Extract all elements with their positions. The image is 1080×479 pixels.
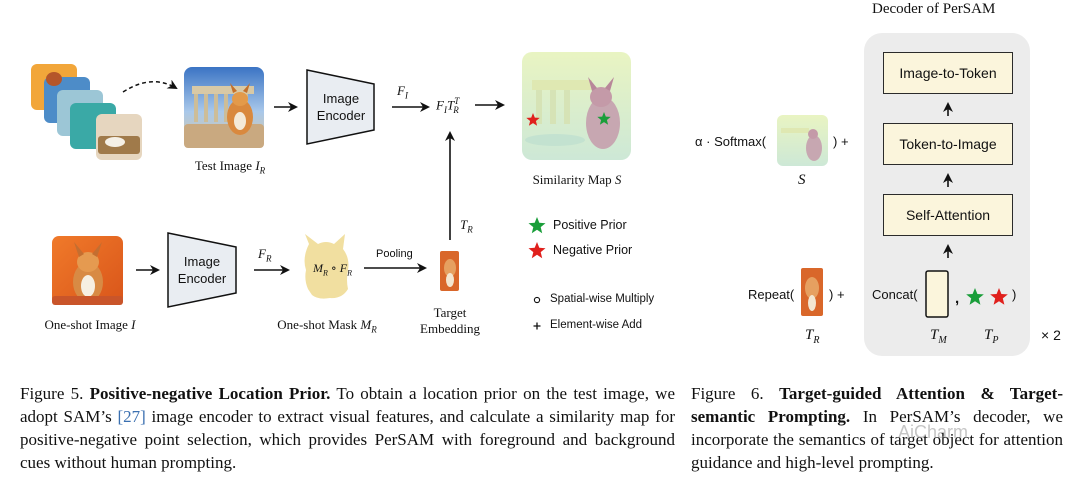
- test-image: [184, 67, 264, 148]
- legend-negative-label: Negative Prior: [553, 243, 633, 257]
- figure6-caption: Figure 6. Target-guided Attention & Targ…: [691, 384, 1064, 472]
- pooling-label: Pooling: [376, 248, 413, 260]
- legend-spatial-label: Spatial-wise Multiply: [550, 293, 655, 305]
- s-thumbnail: [777, 115, 828, 166]
- decoder-title: Decoder of PerSAM: [872, 1, 996, 17]
- test-image-label: Test Image IR: [194, 158, 266, 176]
- softmax-label: α · Softmax(: [695, 134, 767, 149]
- block-token-to-image: Token-to-Image: [883, 123, 1013, 165]
- image-encoder-2-label: Image Encoder: [177, 254, 227, 286]
- concat-positive-star: [966, 288, 984, 305]
- s-label: S: [798, 172, 806, 188]
- legend-positive-label: Positive Prior: [553, 218, 627, 232]
- stacked-test-images: [31, 64, 142, 160]
- concat-negative-star: [990, 288, 1008, 305]
- fr-label: FR: [258, 246, 272, 264]
- oneshot-mask: [304, 234, 349, 299]
- similarity-positive-star: [597, 112, 611, 125]
- legend-element-label: Element-wise Add: [550, 319, 643, 331]
- tr-label-fig5: TR: [460, 217, 473, 235]
- tp-label: TP: [984, 327, 999, 346]
- tm-token: [925, 270, 949, 318]
- watermark: AiCharm: [898, 422, 969, 442]
- legend-positive-star: [528, 217, 546, 234]
- oneshot-image-label: One-shot Image I: [44, 317, 136, 332]
- tr-label-fig6: TR: [805, 327, 820, 346]
- oneshot-mask-label: One-shot Mask MR: [277, 317, 377, 335]
- image-encoder-1: [306, 69, 375, 145]
- tr-thumbnail: [801, 268, 823, 316]
- figure6-arrows: [777, 102, 1008, 318]
- similarity-map: [522, 52, 631, 160]
- target-embedding-label: Target Embedding: [420, 305, 480, 336]
- repeat-close: ) +: [829, 287, 845, 302]
- similarity-negative-star: [526, 113, 540, 126]
- dashed-arrow: [122, 79, 178, 93]
- times-two-label: × 2: [1041, 327, 1061, 343]
- softmax-close: ) +: [833, 134, 849, 149]
- mask-expression: MR ∘ FR: [313, 261, 353, 278]
- oneshot-image: [52, 236, 123, 305]
- concat-label: Concat(: [872, 287, 918, 302]
- image-encoder-1-label: Image Encoder: [316, 91, 366, 123]
- legend-spatial-symbol: [533, 296, 541, 304]
- product-expression: FITTR: [436, 96, 460, 115]
- legend-negative-star: [528, 242, 546, 259]
- block-self-attention: Self-Attention: [883, 194, 1013, 236]
- target-embedding-image: [440, 251, 459, 291]
- similarity-map-label: Similarity Map S: [532, 172, 622, 187]
- concat-comma: ,: [955, 290, 960, 307]
- figure5-diagram: [31, 52, 631, 330]
- legend-element-symbol: [533, 322, 541, 330]
- fi-label: FI: [397, 83, 408, 101]
- image-encoder-2: [167, 232, 237, 308]
- concat-close: ): [1012, 287, 1017, 302]
- block-image-to-token: Image-to-Token: [883, 52, 1013, 94]
- figure5-caption: Figure 5. Positive-negative Location Pri…: [20, 384, 675, 472]
- repeat-label: Repeat(: [748, 287, 795, 302]
- tm-label: TM: [930, 327, 947, 346]
